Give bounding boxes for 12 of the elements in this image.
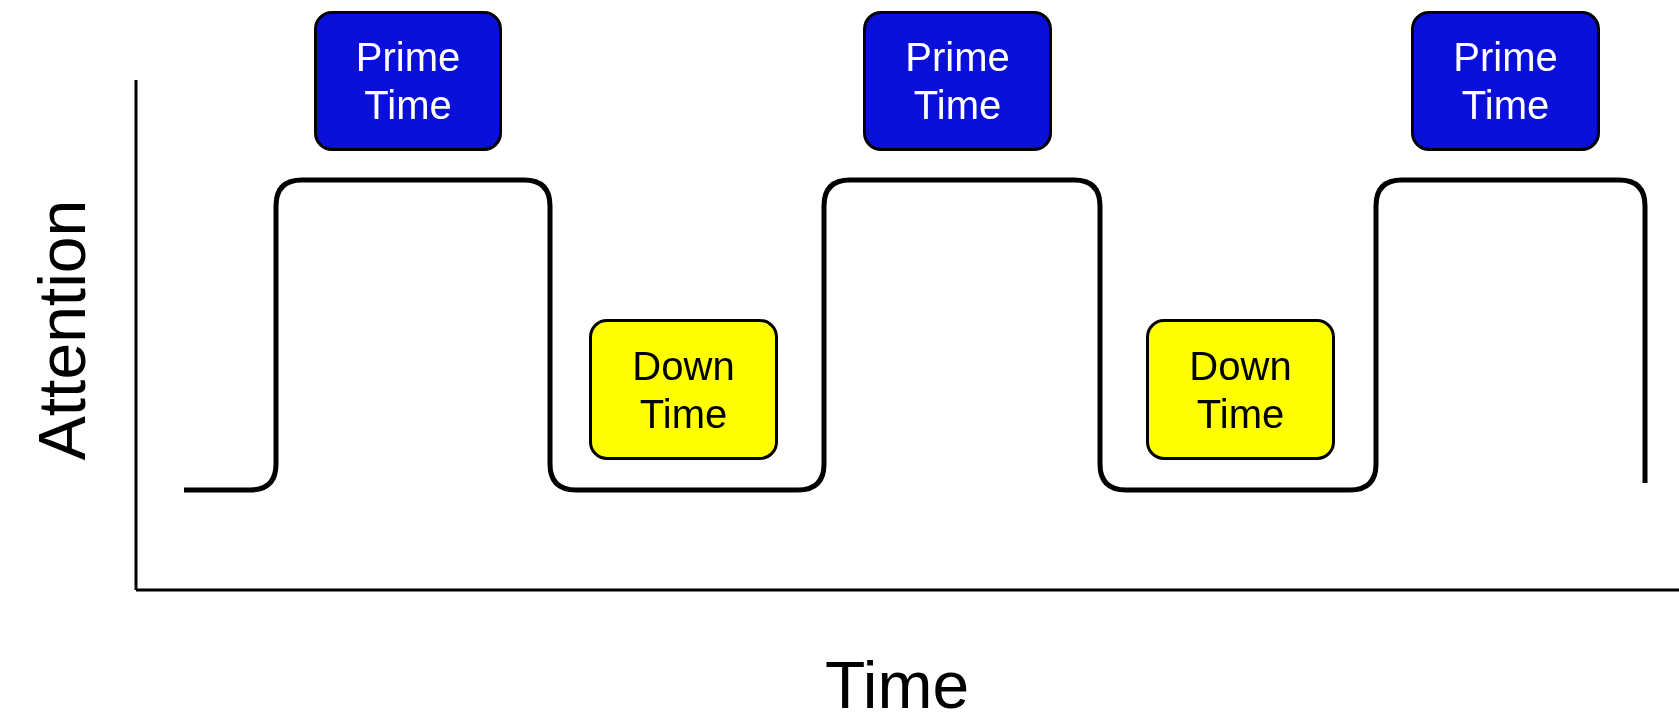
down-time-box [589, 319, 778, 460]
box-label: Prime Time [904, 34, 1011, 129]
prime-time-box [1411, 11, 1600, 151]
box-label: Down Time [1188, 342, 1293, 438]
prime-time-box [863, 11, 1052, 151]
box-label: Prime Time [354, 34, 462, 129]
box-label: Prime Time [1452, 34, 1559, 129]
y-axis-title: Attention [26, 199, 97, 461]
box-label: Down Time [631, 342, 736, 438]
x-axis-title: Time [825, 650, 970, 720]
prime-time-box [314, 11, 502, 151]
down-time-box [1146, 319, 1335, 460]
